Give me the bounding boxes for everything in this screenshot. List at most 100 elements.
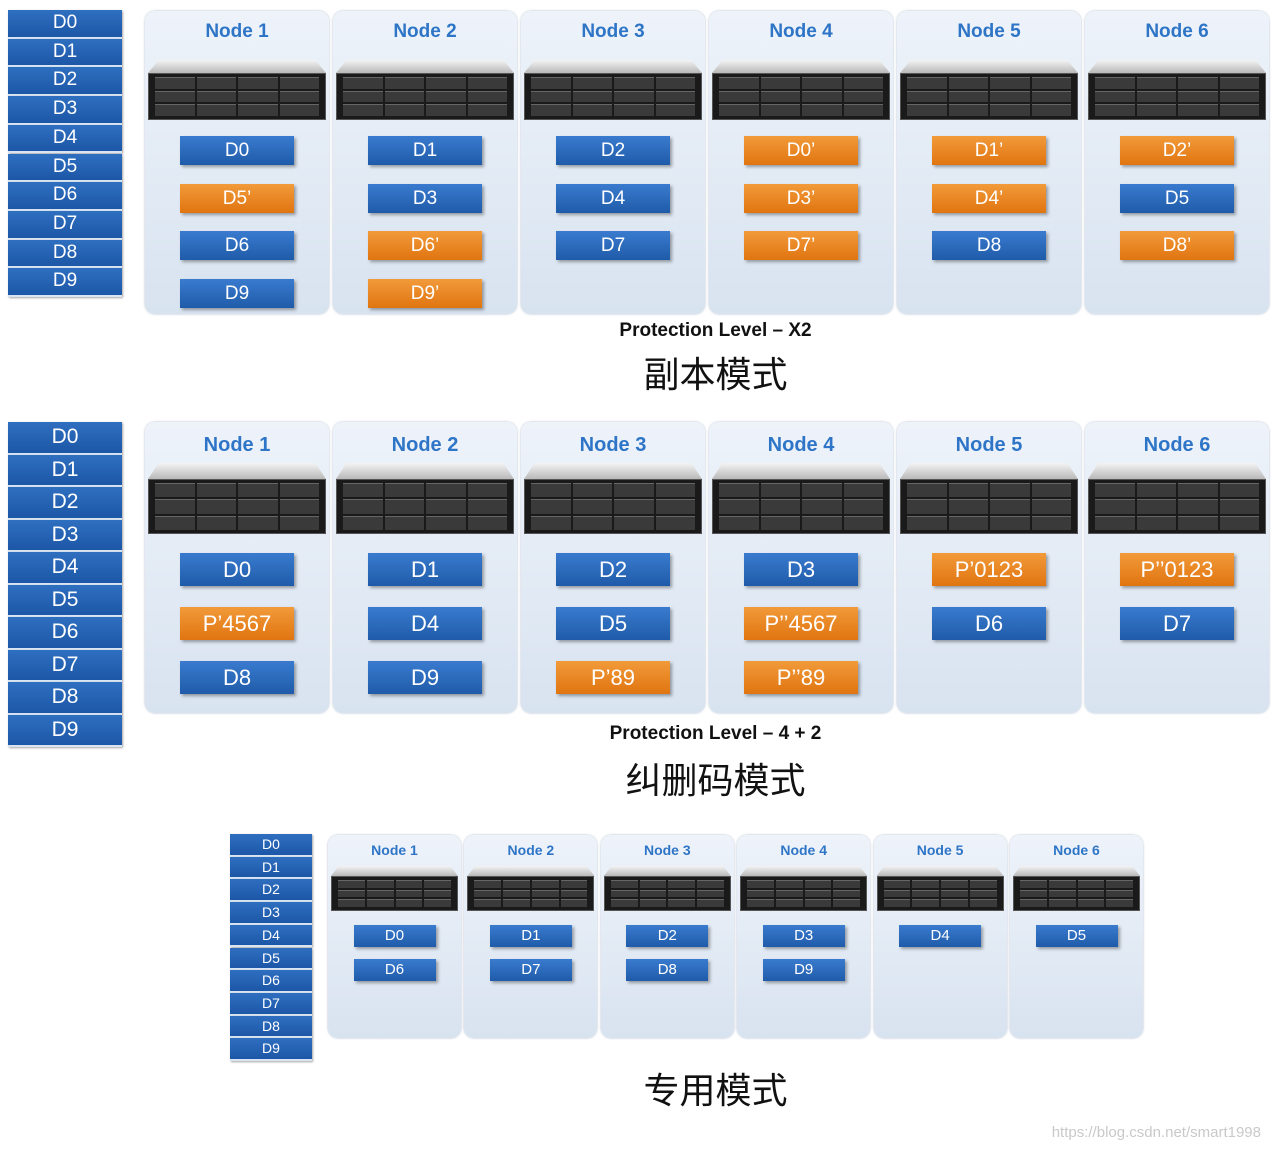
data-block: D8 [932, 231, 1046, 260]
server-chassis-icon [148, 463, 326, 534]
mode-caption: 专用模式 [643, 1071, 788, 1112]
protection-level-label: Protection Level – X2 [619, 320, 812, 341]
data-block-list-item: D4 [8, 552, 122, 585]
data-block-list-item: D1 [230, 856, 312, 880]
parity-replica-block: P’’4567 [744, 607, 858, 640]
node-title: Node 2 [391, 434, 459, 456]
data-block: D2 [556, 136, 670, 165]
data-block: D0 [353, 925, 436, 947]
server-chassis-icon [740, 866, 868, 911]
data-block-list-item: D8 [8, 239, 122, 269]
parity-replica-block: D6’ [368, 231, 482, 260]
data-block: D6 [180, 231, 294, 260]
mode-caption: 副本模式 [643, 355, 788, 396]
server-chassis-icon [1088, 463, 1266, 534]
data-block-list-item: D6 [230, 970, 312, 993]
data-block: D4 [556, 184, 670, 213]
data-block: D6 [353, 959, 436, 981]
data-block-list-item: D5 [8, 153, 122, 183]
data-block-list-item: D8 [230, 1015, 312, 1039]
storage-node-6: Node 6 D5 [1010, 835, 1143, 1038]
data-block: D8 [626, 959, 709, 981]
data-block-list-item: D2 [8, 67, 122, 97]
parity-replica-block: P’89 [556, 661, 670, 694]
mode-caption: 纠删码模式 [625, 761, 806, 802]
node-title: Node 3 [581, 21, 645, 42]
parity-replica-block: D8’ [1120, 231, 1234, 260]
parity-replica-block: D0’ [744, 136, 858, 165]
server-chassis-icon [331, 866, 458, 911]
data-block-list-item: D9 [8, 714, 122, 747]
data-block-list-item: D8 [8, 682, 122, 715]
data-block-list-item: D2 [230, 879, 312, 903]
data-block-list-item: D3 [8, 519, 122, 552]
data-block: D4 [368, 607, 482, 640]
parity-replica-block: P’4567 [180, 607, 294, 640]
node-title: Node 2 [393, 21, 457, 42]
node-title: Node 5 [957, 21, 1021, 42]
data-block-list-item: D3 [230, 902, 312, 925]
data-block-list-item: D7 [8, 649, 122, 682]
data-block: D9 [368, 661, 482, 694]
server-chassis-icon [603, 866, 731, 911]
data-block-list-item: D4 [8, 124, 122, 154]
data-block: D1 [368, 136, 482, 165]
server-chassis-icon [876, 866, 1004, 911]
data-block-list-item: D0 [230, 834, 312, 857]
server-chassis-icon [712, 463, 890, 534]
data-block: D2 [626, 925, 709, 947]
data-block: D1 [368, 553, 482, 586]
protection-level-label: Protection Level – 4 + 2 [609, 723, 822, 744]
parity-replica-block: D7’ [744, 231, 858, 260]
data-block: D9 [180, 279, 294, 308]
data-block: D7 [489, 959, 572, 981]
data-block: D7 [556, 231, 670, 260]
parity-replica-block: D4’ [932, 184, 1046, 213]
data-block-list-item: D7 [8, 210, 122, 240]
parity-replica-block: D2’ [1120, 136, 1234, 165]
data-block: D0 [180, 553, 294, 586]
data-block: D3 [368, 184, 482, 213]
node-title: Node 6 [1053, 842, 1100, 858]
node-title: Node 4 [769, 21, 833, 42]
data-block-list-item: D6 [8, 182, 122, 211]
data-block: D7 [1120, 607, 1234, 640]
data-block-list-item: D5 [8, 584, 122, 617]
server-chassis-icon [1088, 60, 1266, 120]
data-block: D3 [762, 925, 845, 947]
data-block: D1 [489, 925, 572, 947]
data-block-list-item: D1 [8, 38, 122, 68]
server-chassis-icon [336, 463, 514, 534]
data-block: D6 [932, 607, 1046, 640]
node-title: Node 2 [507, 842, 555, 858]
data-block-list-item: D6 [8, 617, 122, 650]
node-title: Node 1 [205, 21, 269, 42]
data-block: D3 [744, 553, 858, 586]
data-block: D5 [1035, 925, 1118, 947]
server-chassis-icon [336, 60, 514, 120]
data-block: D5 [1120, 184, 1234, 213]
server-chassis-icon [900, 463, 1078, 534]
node-title: Node 1 [371, 842, 418, 858]
node-title: Node 4 [767, 434, 835, 456]
node-title: Node 3 [579, 434, 647, 456]
node-title: Node 6 [1143, 434, 1211, 456]
data-block: D5 [556, 607, 670, 640]
parity-replica-block: D5’ [180, 184, 294, 213]
server-chassis-icon [900, 60, 1078, 120]
